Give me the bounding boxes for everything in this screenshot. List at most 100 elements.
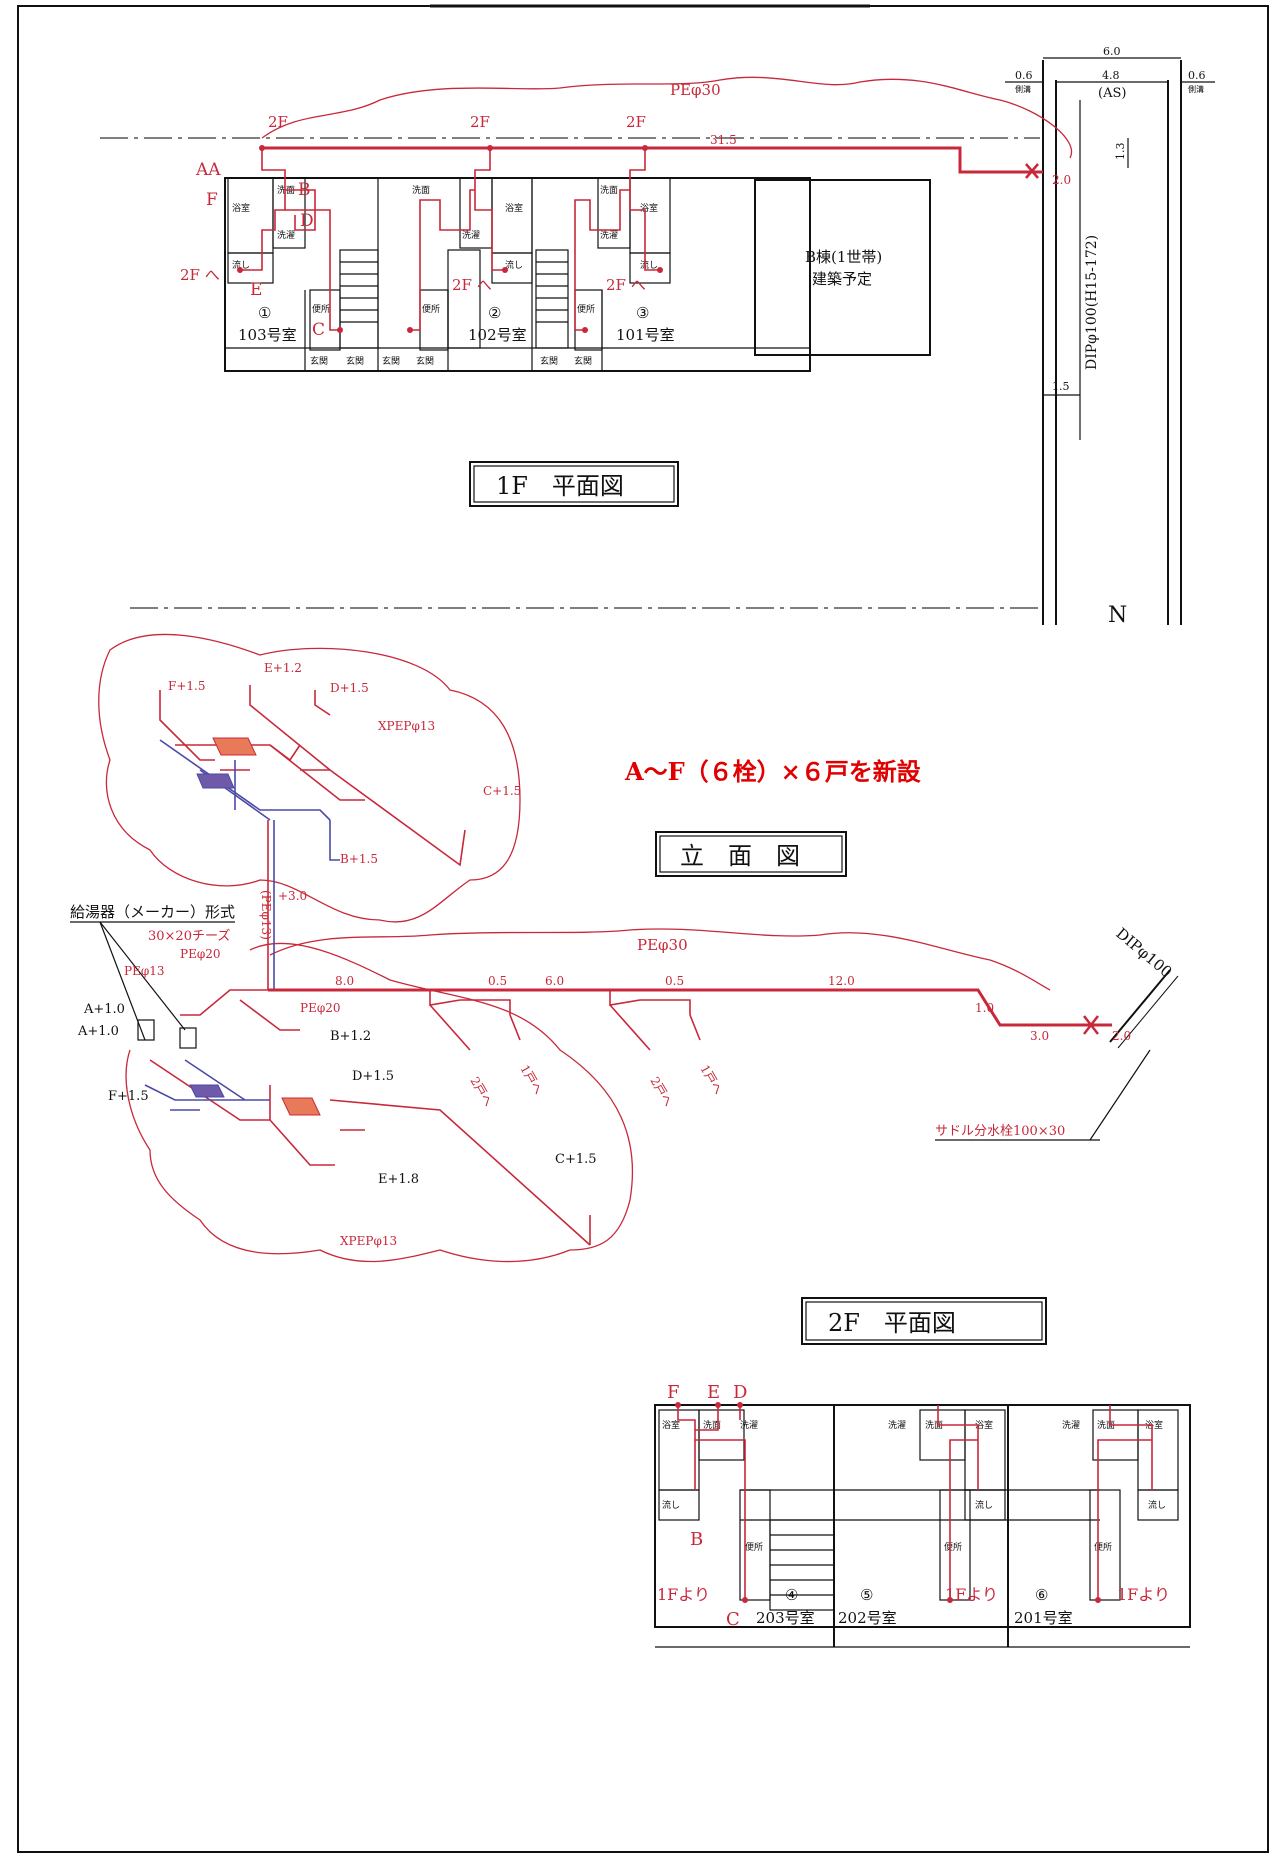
f2-toilet-3: 便所 — [1094, 1541, 1112, 1553]
unit-branch-4: 1戸へ — [697, 1063, 725, 1097]
room-name-1: 103号室 — [238, 326, 297, 344]
f2-toilet-1: 便所 — [745, 1541, 763, 1553]
dim-1-3: 1.3 — [1114, 143, 1127, 161]
side-ditch-left: 側溝 — [1015, 84, 1031, 94]
fixture-bath-1: 浴室 — [232, 202, 250, 214]
f2-sink-3: 流し — [1148, 1499, 1166, 1511]
saddle-label: サドル分水栓100×30 — [935, 1124, 1065, 1139]
len-1: 1.0 — [975, 1001, 994, 1015]
unit-branch-2: 1戸へ — [517, 1063, 545, 1097]
low-a-1: A+1.0 — [83, 1002, 125, 1017]
from-1f-2: 1Fより — [945, 1585, 998, 1604]
to-2f-1: 2F へ — [180, 266, 220, 284]
f2-room-203: 203号室 — [756, 1609, 815, 1627]
f2-point-c: C — [726, 1609, 740, 1630]
room-mark-3: ③ — [636, 304, 649, 322]
len-0-5a: 0.5 — [488, 974, 507, 988]
point-c: C — [312, 320, 325, 340]
main-pipe-1f — [262, 146, 1043, 174]
pe20-label-1: PEφ20 — [180, 947, 221, 961]
entrance-2: 玄関 — [346, 355, 364, 367]
fixture-laundry-1: 洗濯 — [277, 229, 295, 241]
low-f: F+1.5 — [108, 1089, 149, 1104]
len-6: 6.0 — [545, 974, 564, 988]
len-12: 12.0 — [828, 974, 855, 988]
low-d: D+1.5 — [352, 1069, 394, 1084]
pe13-riser: (PEφ13) — [259, 890, 273, 940]
f2-point-e: E — [707, 1382, 720, 1403]
elevation: A～F（６栓）×６戸を新設 立 面 図 F+1.5 E+1.2 — [70, 633, 1179, 1263]
tee-label: 30×20チーズ — [148, 928, 230, 944]
lower-cloud — [125, 942, 634, 1263]
len-3: 3.0 — [1030, 1029, 1049, 1043]
upper-cloud — [98, 633, 521, 923]
plan-1f-title: 1F 平面図 — [496, 472, 624, 500]
up-e: E+1.2 — [264, 661, 302, 675]
low-c: C+1.5 — [555, 1152, 597, 1167]
fixture-wash-3: 洗面 — [600, 184, 618, 196]
dip-label: DIPφ100(H15-172) — [1084, 235, 1100, 370]
fixture-sink-2: 流し — [505, 259, 523, 271]
dim-1-5: 1.5 — [1052, 380, 1070, 393]
f2-point-d: D — [733, 1382, 747, 1403]
up-b: B+1.5 — [340, 852, 378, 866]
side-right-dim: 0.6 — [1188, 69, 1206, 82]
unit-branch-1: 2戸へ — [467, 1075, 495, 1109]
side-ditch-right: 側溝 — [1188, 84, 1204, 94]
dim-2-0: 2.0 — [1052, 173, 1071, 187]
point-d: D — [300, 211, 314, 231]
as-width-dim: 4.8 — [1102, 69, 1120, 82]
low-e: E+1.8 — [378, 1172, 419, 1187]
fixture-laundry-2: 洗濯 — [462, 229, 480, 241]
xpep-lower: XPEPφ13 — [340, 1234, 397, 1248]
f2-room-202: 202号室 — [838, 1609, 897, 1627]
pe20-label-2: PEφ20 — [300, 1001, 341, 1015]
point-b: B — [298, 180, 311, 200]
f2-laundry-2: 洗濯 — [888, 1419, 906, 1431]
entrance-1: 玄関 — [310, 355, 328, 367]
f2-mark-4: ④ — [785, 1586, 798, 1604]
f2-bath-3: 浴室 — [1145, 1419, 1163, 1431]
point-f: F — [206, 190, 218, 210]
f2-wash-1: 洗面 — [703, 1419, 721, 1431]
up-d: D+1.5 — [330, 681, 369, 695]
dip-elev: DIPφ100 — [1112, 924, 1175, 981]
main-length: 31.5 — [710, 133, 737, 147]
f2-room-201: 201号室 — [1014, 1609, 1073, 1627]
riser-height: +3.0 — [278, 889, 307, 903]
up-f: F+1.5 — [168, 679, 205, 693]
len-0-5b: 0.5 — [665, 974, 684, 988]
f2-toilet-2: 便所 — [944, 1541, 962, 1553]
b-building-line2: 建築予定 — [812, 270, 872, 288]
xpep-upper: XPEPφ13 — [378, 719, 435, 733]
room-mark-1: ① — [258, 304, 271, 322]
heater-label: 給湯器（メーカー）形式 — [70, 903, 235, 921]
fixture-toilet-2: 便所 — [422, 303, 440, 315]
unit-branch-3: 2戸へ — [647, 1075, 675, 1109]
from-1f-1: 1Fより — [657, 1585, 710, 1604]
pe13-label: PEφ13 — [124, 964, 165, 978]
house-piping-1f — [240, 148, 660, 331]
f2-point-b: B — [690, 1529, 703, 1550]
b-building — [754, 179, 931, 356]
up-c: C+1.5 — [483, 784, 521, 798]
low-b: B+1.2 — [330, 1029, 371, 1044]
road-width-dim: 6.0 — [1103, 45, 1121, 58]
fixture-toilet-1: 便所 — [312, 303, 330, 315]
entrance-4: 玄関 — [416, 355, 434, 367]
fixture-bath-2: 浴室 — [505, 202, 523, 214]
room-name-3: 101号室 — [616, 326, 675, 344]
from-1f-3: 1Fより — [1117, 1585, 1170, 1604]
low-a-2: A+1.0 — [77, 1024, 119, 1039]
fixture-bath-3: 浴室 — [640, 202, 658, 214]
notice-text: A～F（６栓）×６戸を新設 — [624, 757, 922, 786]
f2-sink-2: 流し — [975, 1499, 993, 1511]
pe30-label-1f: PEφ30 — [670, 81, 721, 99]
pe30-cloud-1f — [261, 76, 1073, 159]
floor2-mark-1: 2F — [268, 113, 288, 131]
f2-mark-5: ⑤ — [860, 1586, 873, 1604]
entrance-5: 玄関 — [540, 355, 558, 367]
fixture-toilet-3: 便所 — [577, 303, 595, 315]
f2-mark-6: ⑥ — [1035, 1586, 1048, 1604]
